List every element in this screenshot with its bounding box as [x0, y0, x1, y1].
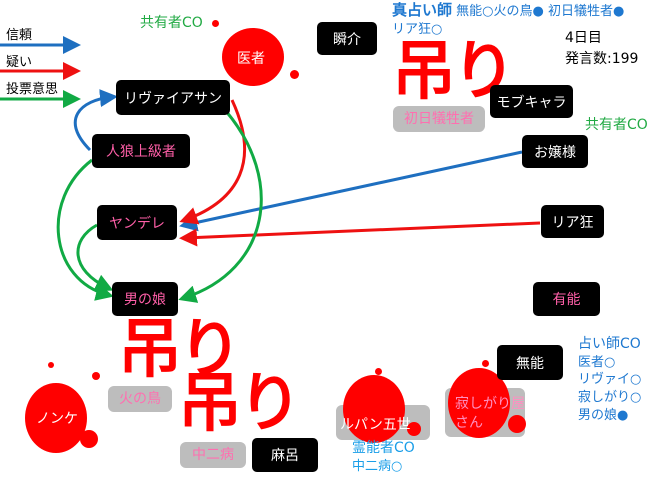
- blood-drop: [482, 360, 489, 367]
- legend-doubt: 疑い: [6, 55, 33, 70]
- node-sabishigari[interactable]: 寂しがり屋さん: [455, 396, 525, 431]
- seer-co-result: 寂しがり○: [578, 389, 642, 405]
- blood-drop: [80, 430, 98, 448]
- seer-co-result: 医者○: [578, 354, 616, 370]
- hanged-mark: 吊り: [178, 367, 302, 441]
- node-first-victim[interactable]: 初日犠牲者: [393, 106, 485, 132]
- node-nonke[interactable]: ノンケ: [36, 411, 78, 427]
- true-seer-title: 真占い師: [392, 1, 453, 19]
- node-leviathan[interactable]: リヴァイアサン: [116, 80, 230, 115]
- trust-arrow-ojousama-to-yandere: [179, 150, 523, 232]
- medium-co-title: 霊能者CO: [352, 440, 415, 456]
- node-munou[interactable]: 無能: [497, 345, 563, 380]
- true-seer-results: 真占い師 無能○火の鳥● 初日犠牲者● リア狂○: [392, 0, 624, 38]
- doubt-arrow-leviathan-to-yandere: [179, 99, 247, 225]
- node-werewolf-expert[interactable]: 人狼上級者: [92, 134, 190, 168]
- vote-arrow-yandere-to-otokonoko: [76, 223, 114, 291]
- node-shunsuke[interactable]: 瞬介: [317, 22, 377, 55]
- node-yuunou[interactable]: 有能: [533, 282, 600, 316]
- trust-arrow-expert-to-leviathan: [73, 89, 118, 152]
- medium-co-result: 中二病○: [352, 458, 403, 474]
- vote-arrow-expert-to-otokonoko: [56, 158, 114, 301]
- legend-arrows: [0, 36, 81, 108]
- legend-trust: 信頼: [6, 28, 33, 43]
- medium-co-results: 霊能者CO 中二病○: [352, 439, 415, 475]
- node-ojousama[interactable]: お嬢様: [522, 135, 588, 168]
- seer-co-title: 占い師CO: [578, 336, 641, 352]
- node-lupin[interactable]: ルパン五世: [340, 417, 411, 433]
- node-doctor[interactable]: 医者: [237, 51, 265, 67]
- doubt-arrow-riakyou-to-yandere: [179, 221, 541, 247]
- blood-drop: [407, 422, 421, 436]
- true-seer-result-line: 無能○火の鳥● 初日犠牲者●: [456, 4, 625, 19]
- status: 4日目 発言数:199: [565, 28, 638, 70]
- seer-co-result: リヴァイ○: [578, 372, 642, 388]
- true-seer-result-line: リア狂○: [392, 21, 443, 37]
- blood-drop: [290, 70, 299, 79]
- blood-splatter: [25, 383, 87, 453]
- day-counter: 4日目: [565, 30, 602, 46]
- node-maro[interactable]: 麻呂: [252, 438, 318, 472]
- node-otokonoko[interactable]: 男の娘: [112, 282, 178, 316]
- blood-drop: [92, 372, 100, 380]
- node-yandere[interactable]: ヤンデレ: [97, 205, 177, 240]
- blood-drop: [508, 415, 526, 433]
- hanged-mark: 吊り: [118, 313, 242, 387]
- blood-splatter: [343, 375, 405, 443]
- shared-co-label: 共有者CO: [140, 15, 203, 31]
- node-hinotori[interactable]: 火の鳥: [108, 386, 172, 412]
- node-mob[interactable]: モブキャラ: [490, 85, 573, 118]
- blood-splatter: [222, 28, 284, 86]
- shared-co-label: 共有者CO: [585, 117, 648, 133]
- blood-drop: [212, 20, 219, 27]
- post-counter: 発言数:199: [565, 51, 639, 67]
- blood-drop: [48, 362, 54, 368]
- blood-drop: [375, 368, 382, 375]
- seer-co-results: 占い師CO 医者○ リヴァイ○ 寂しがり○ 男の娘●: [578, 335, 641, 424]
- node-riakyou[interactable]: リア狂: [541, 205, 604, 238]
- vote-arrow-leviathan-to-otokonoko: [178, 109, 263, 303]
- node-chuunibyou[interactable]: 中二病: [180, 442, 246, 468]
- seer-co-result: 男の娘●: [578, 407, 629, 423]
- legend-vote: 投票意思: [6, 82, 59, 97]
